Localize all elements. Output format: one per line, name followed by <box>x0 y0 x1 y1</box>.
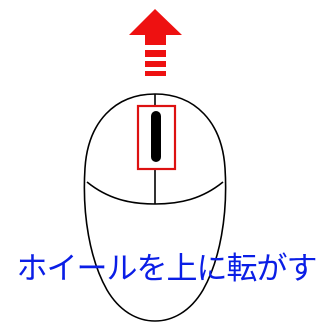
scroll-wheel-icon <box>136 104 177 171</box>
scroll-wheel <box>151 111 161 162</box>
mouse-body-outline <box>83 93 227 322</box>
arrow-tail-bar-3 <box>145 71 166 76</box>
arrow-tail-bar-1 <box>145 50 166 57</box>
arrow-tail-bar-2 <box>145 61 166 67</box>
instruction-caption: ホイールを上に転がす <box>16 251 318 287</box>
mouse-icon <box>83 93 227 322</box>
wheel-highlight-box <box>136 104 177 171</box>
up-arrow-icon <box>129 9 182 76</box>
arrow-head <box>129 9 182 45</box>
